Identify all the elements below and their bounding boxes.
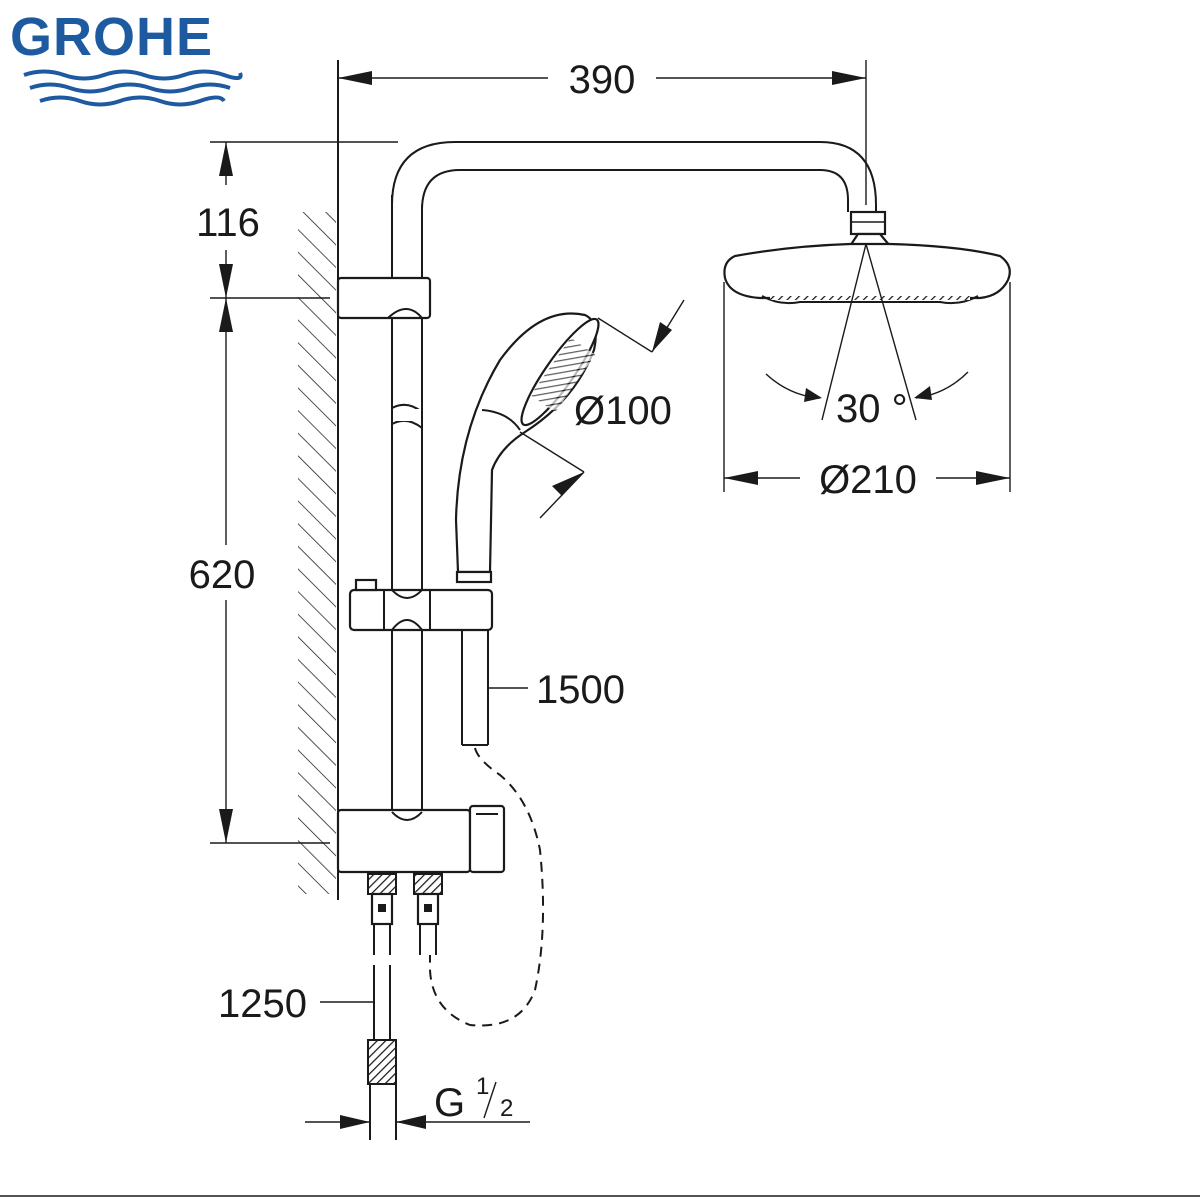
thread-numerator: 1 bbox=[476, 1073, 489, 1100]
angle-indicator: 30 ° bbox=[765, 243, 969, 431]
thread-denominator: 2 bbox=[500, 1095, 513, 1122]
grohe-logo: GROHE bbox=[10, 7, 243, 107]
dim-390-label: 390 bbox=[569, 58, 636, 102]
lower-bracket-diverter bbox=[336, 804, 506, 874]
head-shower bbox=[723, 210, 1011, 305]
wall bbox=[298, 60, 339, 900]
connection-hoses bbox=[367, 873, 443, 1140]
dim-116-label: 116 bbox=[196, 201, 260, 245]
dim-vertical: 116 620 bbox=[189, 141, 398, 844]
slider-holder bbox=[348, 578, 494, 746]
dim-210-label: Ø210 bbox=[819, 458, 917, 502]
dim-thread: G 1 2 bbox=[305, 1073, 530, 1129]
dim-1250: 1250 bbox=[218, 982, 374, 1026]
dim-hand-diameter: Ø100 bbox=[519, 299, 685, 519]
upper-wall-bracket bbox=[336, 276, 432, 320]
brand-name: GROHE bbox=[10, 7, 213, 67]
dim-head-diameter: Ø210 bbox=[723, 282, 1011, 502]
hand-shower bbox=[454, 312, 600, 584]
thread-label: G bbox=[434, 1081, 465, 1125]
dim-1500: 1500 bbox=[488, 668, 625, 712]
dim-620-label: 620 bbox=[189, 553, 256, 597]
dim-100-label: Ø100 bbox=[574, 389, 672, 433]
spray-nozzles bbox=[770, 296, 970, 300]
dim-390: 390 bbox=[338, 58, 867, 205]
shower-arm bbox=[391, 141, 877, 212]
hand-hose-dashed bbox=[429, 747, 545, 1027]
angle-label: 30 ° bbox=[836, 387, 908, 431]
dim-1250-label: 1250 bbox=[218, 982, 307, 1026]
dim-1500-label: 1500 bbox=[536, 668, 625, 712]
logo-waves bbox=[23, 69, 243, 107]
